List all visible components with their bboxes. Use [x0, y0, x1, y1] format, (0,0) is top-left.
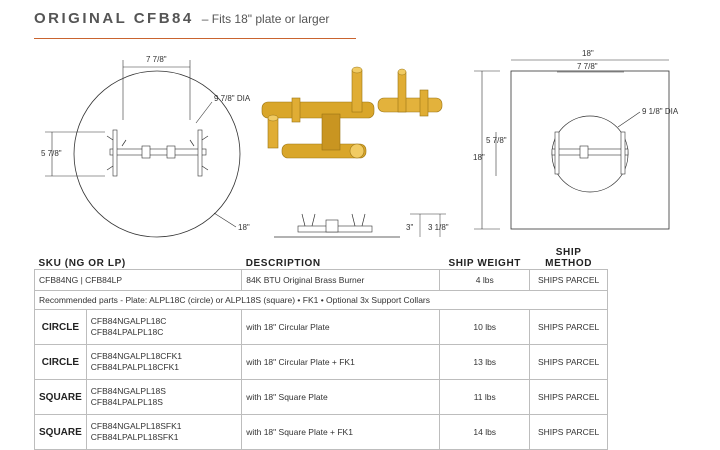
sku-ng: CFB84NGALPL18C — [90, 316, 167, 326]
shape-label: CIRCLE — [34, 309, 87, 345]
sku-lp: CFB84LPALPL18SFK1 — [90, 432, 179, 442]
sku-ng: CFB84NGALPL18S — [90, 386, 166, 396]
sku-lp: CFB84LPALPL18S — [90, 397, 163, 407]
page-header: ORIGINAL CFB84 – Fits 18" plate or large… — [34, 10, 329, 34]
circle-plate-outline — [73, 70, 241, 238]
dim-side-height-b: 3 1/8" — [428, 223, 449, 232]
base-sku: CFB84NG | CFB84LP — [33, 269, 243, 291]
technical-drawings: 7 7/8" 5 7/8" 9 7/8" DIA 18" — [0, 40, 720, 245]
dim-left-width: 7 7/8" — [146, 55, 167, 64]
header-ship-weight: SHIP WEIGHT — [448, 258, 521, 269]
sku-lp: CFB84LPALPL18CFK1 — [90, 362, 179, 372]
header-sku: SKU (NG OR LP) — [38, 258, 126, 269]
title-rule — [34, 38, 356, 39]
method-cell: SHIPS PARCEL — [529, 414, 608, 450]
sku-ng: CFB84NGALPL18SFK1 — [90, 421, 182, 431]
dim-right-width: 7 7/8" — [577, 62, 598, 71]
dim-right-plate-height: 18" — [473, 153, 485, 162]
shape-label: SQUARE — [34, 379, 87, 415]
shape-label: SQUARE — [34, 414, 87, 450]
spec-table: SKU (NG OR LP) DESCRIPTION SHIP WEIGHT S… — [33, 247, 608, 450]
dim-right-plate-width: 18" — [582, 49, 594, 58]
square-plate-outline — [510, 70, 670, 230]
description-cell: with 18" Circular Plate + FK1 — [241, 344, 441, 380]
shape-label: CIRCLE — [34, 344, 87, 380]
method-cell: SHIPS PARCEL — [529, 309, 608, 345]
sku-ng: CFB84NGALPL18CFK1 — [90, 351, 182, 361]
table-note-row: Recommended parts - Plate: ALPL18C (circ… — [34, 290, 608, 310]
recommended-parts-note: Recommended parts - Plate: ALPL18C (circ… — [34, 290, 608, 310]
dim-left-height: 5 7/8" — [41, 149, 62, 158]
product-title: ORIGINAL CFB84 — [34, 10, 194, 27]
table-row: CFB84NG | CFB84LP 84K BTU Original Brass… — [33, 269, 608, 291]
weight-cell: 10 lbs — [439, 309, 531, 345]
header-ship-method: SHIP METHOD — [545, 247, 593, 269]
description-cell: with 18" Circular Plate — [241, 309, 441, 345]
base-description: 84K BTU Original Brass Burner — [241, 269, 441, 291]
side-elevation-drawing: 3" 3 1/8" — [274, 213, 449, 238]
sku-lp: CFB84LPALPL18C — [90, 327, 164, 337]
method-cell: SHIPS PARCEL — [529, 379, 608, 415]
dim-left-hole: 9 7/8" DIA — [214, 94, 251, 103]
circle-plate-drawing: 7 7/8" 5 7/8" 9 7/8" DIA 18" — [41, 55, 251, 238]
header-description: DESCRIPTION — [245, 258, 321, 269]
weight-cell: 13 lbs — [439, 344, 531, 380]
drawings-svg: 7 7/8" 5 7/8" 9 7/8" DIA 18" — [41, 49, 679, 238]
method-cell: SHIPS PARCEL — [529, 344, 608, 380]
dim-left-plate: 18" — [238, 223, 250, 232]
dim-right-hole: 9 1/8" DIA — [642, 107, 679, 116]
weight-cell: 14 lbs — [439, 414, 531, 450]
base-weight: 4 lbs — [439, 269, 531, 291]
weight-cell: 11 lbs — [439, 379, 531, 415]
table-header-row: SKU (NG OR LP) DESCRIPTION SHIP WEIGHT S… — [35, 247, 608, 270]
dim-right-height: 5 7/8" — [486, 136, 507, 145]
burner-product-image — [261, 66, 443, 159]
product-subtitle: – Fits 18" plate or larger — [201, 12, 330, 26]
dim-side-height-a: 3" — [406, 223, 413, 232]
description-cell: with 18" Square Plate — [241, 379, 441, 415]
square-plate-drawing: 18" 7 7/8" 9 1/8" DIA 18" 5 7/8" — [473, 49, 679, 230]
base-method: SHIPS PARCEL — [529, 269, 608, 291]
description-cell: with 18" Square Plate + FK1 — [241, 414, 441, 450]
